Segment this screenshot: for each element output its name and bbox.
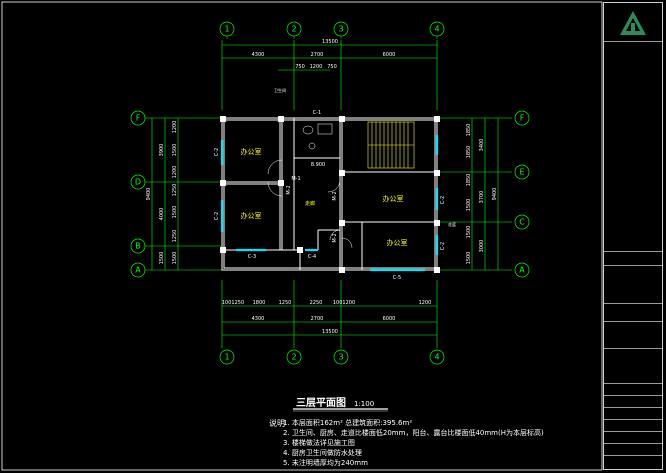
- note-line-5: 5. 未注明墙厚均为240mm: [283, 459, 368, 467]
- axis-label-top-4: 4: [434, 25, 439, 34]
- room-label-office-1: 办公室: [241, 147, 262, 156]
- planter-note: 花篮: [448, 221, 456, 227]
- dim-top-inner-2: 1200: [310, 64, 323, 70]
- dim-left-detail-1: 1200: [172, 121, 178, 134]
- axis-label-left-a: A: [135, 266, 141, 275]
- window-tag-c5: C-5: [393, 275, 401, 281]
- window-tag-c2-right-bottom: C-2: [440, 242, 446, 250]
- dim-bottom-seg-1: 4300: [252, 316, 265, 322]
- axis-lines: [226, 36, 438, 40]
- stair: [367, 121, 415, 169]
- room-label-office-2: 办公室: [241, 211, 262, 220]
- axis-label-bottom-2: 2: [291, 353, 296, 362]
- door-tag-m2-c: M-2: [332, 233, 338, 242]
- axis-label-bottom-4: 4: [434, 353, 439, 362]
- dim-bottom-detail-5: 1001200: [333, 300, 355, 306]
- dim-right-detail-4: 1500: [466, 199, 472, 212]
- room-label-office-4: 办公室: [387, 238, 408, 247]
- door-tag-m2-b: M-2: [332, 191, 338, 200]
- dim-right-detail-3: 1850: [466, 174, 472, 187]
- drawing-frame: [1, 1, 603, 471]
- window-tag-c4: C-4: [308, 254, 316, 260]
- axis-label-left-f: F: [136, 114, 141, 123]
- note-line-1: 1. 本层面积162m² 总建筑面积:395.6m²: [283, 419, 413, 427]
- dim-right-seg-2: 3700: [479, 191, 485, 204]
- dim-left-detail-4: 1250: [172, 184, 178, 197]
- axis-bubbles-left: [130, 110, 146, 278]
- dim-left-detail-3: 1200: [172, 166, 178, 179]
- dim-bottom-seg-3: 6000: [383, 316, 396, 322]
- window-tag-c3: C-3: [248, 254, 256, 260]
- dim-right-detail-2: 1850: [466, 146, 472, 159]
- dim-bottom-detail-6: 1200: [419, 300, 432, 306]
- dim-top-seg-1: 4300: [252, 52, 265, 58]
- dim-top-total: 13500: [322, 39, 338, 45]
- title-block: [603, 2, 663, 470]
- dim-bottom-detail-3: 1250: [279, 300, 292, 306]
- axis-label-top-3: 3: [338, 25, 343, 34]
- dim-right-detail-1: 1850: [466, 124, 472, 137]
- dim-left-seg-3: 1500: [159, 252, 165, 265]
- dim-bottom-detail-4: 2250: [310, 300, 323, 306]
- dim-left-detail-2: 1500: [172, 144, 178, 157]
- door-tag-m1: M-1: [291, 176, 300, 182]
- drawing-scale: 1:100: [354, 400, 374, 408]
- axis-bubbles-top: [219, 21, 445, 37]
- dimension-lines: [145, 40, 512, 348]
- dim-left-seg-2: 4000: [159, 208, 165, 221]
- room-label-corridor: 走廊: [305, 200, 315, 207]
- axis-label-top-1: 1: [224, 25, 229, 34]
- dim-right-seg-3: 3000: [479, 240, 485, 253]
- dim-left-seg-1: 3900: [159, 144, 165, 157]
- dim-left-detail-6: 1250: [172, 230, 178, 243]
- room-label-office-3: 办公室: [383, 194, 404, 203]
- door-swings: [267, 159, 353, 249]
- elevation-mark: 8.900: [311, 162, 325, 168]
- axis-label-right-f: F: [520, 114, 525, 123]
- axis-label-bottom-1: 1: [224, 353, 229, 362]
- axis-label-left-b: B: [135, 242, 141, 251]
- axis-bubbles-right: [514, 110, 530, 278]
- dim-right-detail-5: 1500: [466, 226, 472, 239]
- axis-label-right-e: E: [519, 168, 524, 177]
- door-tag-m2-a: M-2: [286, 185, 292, 194]
- dim-bottom-total: 13500: [322, 329, 338, 335]
- axis-label-left-d: D: [135, 178, 141, 187]
- note-line-2: 2. 卫生间、厨房、走道比楼面低20mm，阳台、露台比楼面低40mm(H为本层标…: [283, 429, 544, 437]
- axis-bubbles-bottom: [219, 349, 445, 365]
- note-line-4: 4. 厨房卫生间做防水处理: [283, 449, 362, 457]
- dim-bottom-seg-2: 2700: [311, 316, 324, 322]
- dim-right-total: 9400: [492, 188, 498, 201]
- note-line-3: 3. 楼梯做法详见施工图: [283, 439, 355, 447]
- axis-label-right-c: C: [519, 218, 525, 227]
- dim-left-total: 9400: [146, 188, 152, 201]
- axis-label-top-2: 2: [291, 25, 296, 34]
- dim-right-seg-1: 3400: [479, 139, 485, 152]
- window-tag-c2-right-top: C-2: [440, 196, 446, 204]
- bathroom-fixtures: [302, 123, 333, 150]
- notes-label: 说明: [269, 419, 285, 428]
- bathroom-note: 卫生间: [274, 87, 286, 93]
- window-tag-c2-left-top: C-2: [214, 148, 220, 156]
- dim-bottom-detail-2: 1800: [253, 300, 266, 306]
- windows: [220, 135, 439, 272]
- dim-right-detail-6: 1500: [466, 252, 472, 265]
- dim-top-inner-3: 750: [327, 64, 337, 70]
- window-tag-c2-left-bottom: C-2: [214, 212, 220, 220]
- columns: [220, 116, 440, 273]
- company-logo-icon: [620, 11, 646, 35]
- dim-top-seg-2: 2700: [311, 52, 324, 58]
- window-tag-c1: C-1: [313, 110, 321, 116]
- notes-block: 说明 1. 本层面积162m² 总建筑面积:395.6m² 2. 卫生间、厨房、…: [269, 418, 583, 468]
- dim-bottom-detail-1: 1001250: [222, 300, 244, 306]
- dim-top-seg-3: 6000: [383, 52, 396, 58]
- drawing-title: 三层平面图: [296, 397, 346, 409]
- walls: [221, 117, 438, 271]
- axis-label-right-a: A: [519, 266, 525, 275]
- axis-label-bottom-3: 3: [338, 353, 343, 362]
- dim-left-detail-5: 1500: [172, 206, 178, 219]
- dim-top-inner-1: 750: [295, 64, 305, 70]
- dim-left-detail-7: 1500: [172, 252, 178, 265]
